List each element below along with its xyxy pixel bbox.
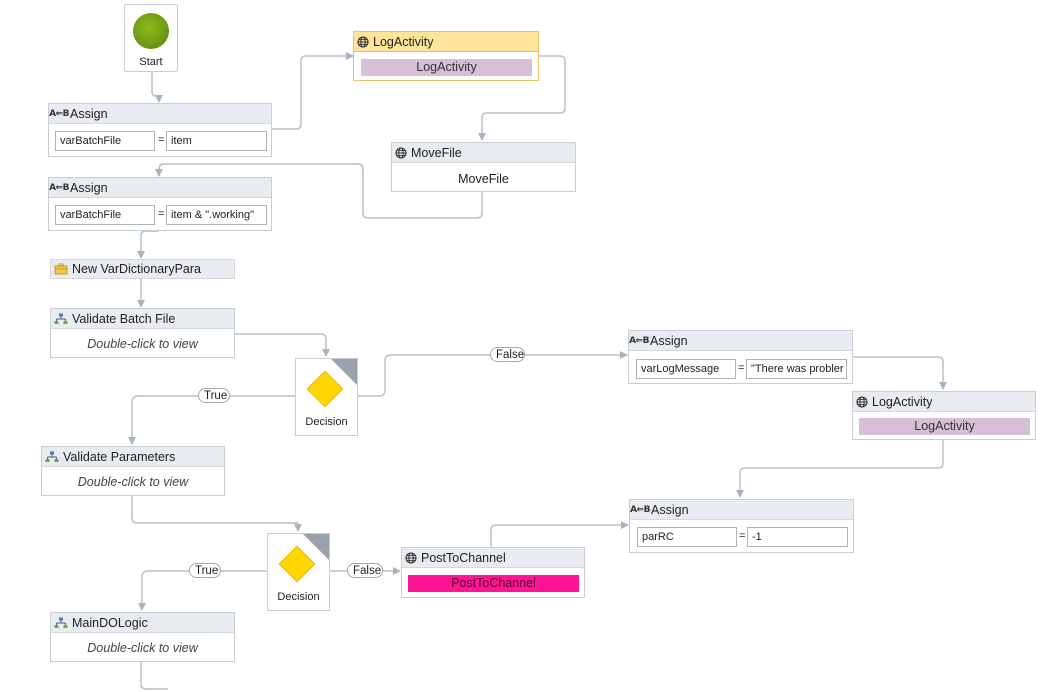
assign-value-field[interactable]: item & ".working" — [166, 205, 267, 225]
globe-icon — [395, 146, 407, 159]
assign-value-field[interactable]: "There was probler — [746, 359, 847, 379]
validate-batch-file-activity[interactable]: Validate Batch File Double-click to view — [50, 308, 235, 358]
activity-title: MainDOLogic — [72, 615, 148, 630]
start-label: Start — [139, 56, 163, 68]
assign-par-rc-activity[interactable]: A⇐B Assign parRC = -1 — [629, 499, 854, 553]
log-activity-top[interactable]: LogActivity LogActivity — [353, 31, 539, 81]
activity-header: New VarDictionaryPara — [50, 259, 235, 279]
assign-batch-file-activity[interactable]: A⇐B Assign varBatchFile = item — [48, 103, 272, 157]
assign-equals: = — [158, 208, 165, 220]
decision-label: Decision — [277, 591, 320, 603]
activity-header: PostToChannel — [402, 548, 584, 568]
activity-title: LogActivity — [373, 34, 434, 49]
log-activity-right[interactable]: LogActivity LogActivity — [852, 391, 1036, 440]
activity-title: Assign — [70, 180, 108, 195]
start-node[interactable]: Start — [124, 4, 178, 72]
assign-equals: = — [158, 134, 165, 146]
globe-icon — [856, 395, 868, 408]
double-click-hint: Double-click to view — [87, 641, 198, 655]
validate-parameters-activity[interactable]: Validate Parameters Double-click to view — [41, 446, 225, 496]
assign-to-field[interactable]: varLogMessage — [636, 359, 736, 379]
flowchart-icon — [54, 313, 68, 324]
briefcase-icon — [54, 263, 68, 275]
decision-1-false-label[interactable]: False — [490, 347, 525, 362]
globe-icon — [357, 35, 369, 48]
main-do-logic-activity[interactable]: MainDOLogic Double-click to view — [50, 612, 235, 662]
assign-icon: A⇐B — [49, 108, 69, 119]
activity-header: A⇐B Assign — [630, 500, 853, 520]
assign-icon: A⇐B — [49, 182, 69, 193]
flowchart-icon — [45, 451, 59, 462]
post-to-channel-body: PostToChannel — [408, 575, 579, 592]
new-dictionary-activity[interactable]: New VarDictionaryPara — [50, 259, 235, 279]
log-activity-body: LogActivity — [361, 59, 532, 76]
activity-header: A⇐B Assign — [49, 178, 271, 198]
activity-title: MoveFile — [411, 145, 462, 160]
decision-2[interactable]: Decision — [267, 533, 330, 611]
activity-header: LogActivity — [853, 392, 1035, 412]
globe-icon — [405, 551, 417, 564]
log-activity-body: LogActivity — [859, 418, 1030, 435]
activity-header: A⇐B Assign — [49, 104, 271, 124]
decision-2-true-label[interactable]: True — [189, 563, 221, 578]
activity-title: New VarDictionaryPara — [72, 262, 201, 276]
assign-to-field[interactable]: parRC — [637, 527, 737, 547]
decision-2-false-label[interactable]: False — [347, 563, 383, 578]
activity-header: LogActivity — [354, 32, 538, 52]
activity-title: Validate Batch File — [72, 311, 176, 326]
assign-equals: = — [738, 362, 745, 374]
assign-value-field[interactable]: -1 — [747, 527, 848, 547]
assign-to-field[interactable]: varBatchFile — [55, 131, 155, 151]
activity-title: PostToChannel — [421, 550, 506, 565]
decision-label: Decision — [305, 416, 348, 428]
move-file-activity[interactable]: MoveFile MoveFile — [391, 142, 576, 192]
decision-1[interactable]: Decision — [295, 358, 358, 436]
activity-header: Validate Batch File — [51, 309, 234, 329]
activity-header: MainDOLogic — [51, 613, 234, 633]
decision-1-true-label[interactable]: True — [198, 388, 230, 403]
double-click-hint: Double-click to view — [77, 475, 189, 489]
start-circle-icon — [133, 13, 169, 49]
assign-value-field[interactable]: item — [166, 131, 267, 151]
assign-icon: A⇐B — [629, 335, 649, 346]
move-file-body: MoveFile — [458, 172, 509, 186]
assign-equals: = — [739, 530, 746, 542]
activity-title: LogActivity — [872, 394, 933, 409]
activity-header: A⇐B Assign — [629, 331, 852, 351]
assign-working-activity[interactable]: A⇐B Assign varBatchFile = item & ".worki… — [48, 177, 272, 231]
activity-title: Assign — [650, 333, 688, 348]
activity-title: Assign — [651, 502, 689, 517]
assign-icon: A⇐B — [630, 504, 650, 515]
activity-title: Validate Parameters — [63, 449, 176, 464]
post-to-channel-activity[interactable]: PostToChannel PostToChannel — [401, 547, 585, 598]
activity-header: Validate Parameters — [42, 447, 224, 467]
assign-log-message-activity[interactable]: A⇐B Assign varLogMessage = "There was pr… — [628, 330, 853, 384]
activity-header: MoveFile — [392, 143, 575, 163]
flowchart-icon — [54, 617, 68, 628]
activity-title: Assign — [70, 106, 108, 121]
assign-to-field[interactable]: varBatchFile — [55, 205, 155, 225]
double-click-hint: Double-click to view — [87, 337, 198, 351]
